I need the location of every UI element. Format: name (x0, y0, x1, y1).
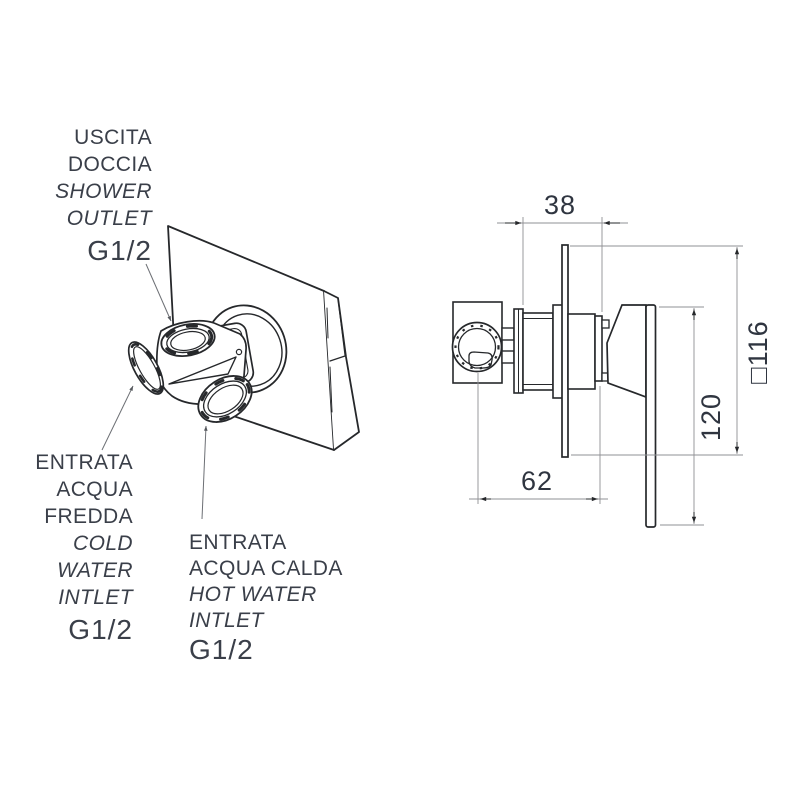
handle-sleeve (567, 313, 596, 390)
side-view (451, 244, 657, 528)
hot-port (197, 375, 253, 423)
dim-plate-square: □116 (743, 320, 773, 384)
sleeve-cap (594, 315, 603, 382)
pipe-stub-bottom (501, 350, 515, 364)
screw-detail (235, 348, 243, 356)
label-line: ACQUA CALDA (189, 557, 343, 580)
leader-cold-inlet (101, 385, 134, 451)
leader-lines (101, 263, 208, 520)
label-line: COLD (73, 532, 133, 555)
label-hot-water-inlet: ENTRATA ACQUA CALDA HOT WATER INTLET G1/… (189, 530, 389, 665)
dim-handle-length: 120 (696, 392, 726, 442)
label-line: OUTLET (66, 207, 152, 230)
perspective-view (127, 225, 360, 451)
cold-port (127, 341, 165, 395)
label-line: ACQUA (56, 478, 133, 501)
cover-plate-edge (561, 244, 569, 458)
label-line: ENTRATA (189, 531, 287, 554)
label-line: DOCCIA (67, 153, 152, 176)
cartridge-body (522, 312, 554, 391)
dim-top-width: 38 (543, 190, 577, 220)
label-line: USCITA (74, 126, 152, 149)
label-line: WATER (57, 559, 133, 582)
dimension-arrows (480, 220, 740, 523)
valve-connection-circle (451, 321, 503, 373)
handle-lever (645, 304, 657, 528)
handle-base (606, 304, 647, 399)
shower-port (160, 323, 216, 357)
label-line: ENTRATA (35, 451, 133, 474)
label-line: INTLET (189, 609, 264, 632)
label-line: FREDDA (44, 505, 133, 528)
thread-size-label: G1/2 (68, 614, 133, 645)
label-line: INTLET (58, 586, 133, 609)
thread-size-label: G1/2 (87, 235, 152, 266)
thread-size-label: G1/2 (189, 634, 254, 665)
label-shower-outlet: USCITA DOCCIA SHOWER OUTLET G1/2 (20, 124, 152, 267)
label-cold-water-inlet: ENTRATA ACQUA FREDDA COLD WATER INTLET G… (10, 449, 133, 646)
label-line: HOT WATER (189, 583, 317, 606)
leader-shower-outlet (145, 263, 172, 322)
plate-side-strip (323, 290, 360, 451)
dim-bottom-width: 62 (520, 466, 554, 496)
leader-hot-inlet (201, 425, 208, 520)
pipe-stub-top (501, 327, 515, 341)
body-wedge (168, 356, 237, 385)
label-line: SHOWER (55, 180, 152, 203)
